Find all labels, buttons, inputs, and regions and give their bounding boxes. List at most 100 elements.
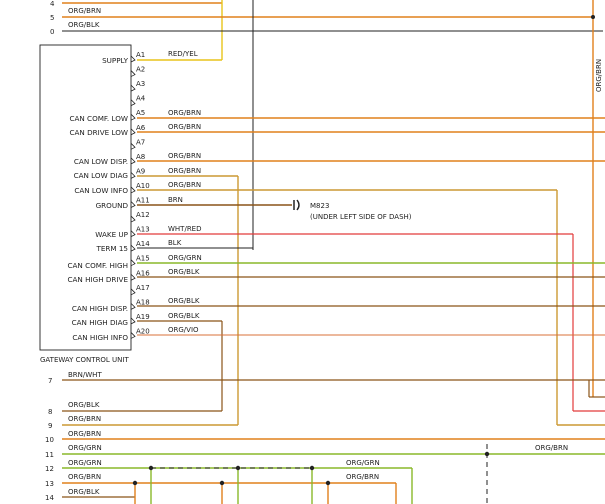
label-can-low-disp: CAN LOW DISP. <box>74 157 128 166</box>
wire-a11-label: BRN <box>168 196 183 204</box>
bottom-wire-12-label: ORG/GRN <box>68 459 102 467</box>
label-can-comf-low: CAN COMF. LOW <box>69 114 128 123</box>
pin-label-a20: A20 <box>136 327 150 335</box>
wire-a6-label: ORG/BRN <box>168 123 201 131</box>
splice-11 <box>484 451 490 457</box>
label-can-low-info: CAN LOW INFO <box>74 186 128 195</box>
label-term15: TERM 15 <box>95 244 128 253</box>
pin-terminal-a1 <box>130 55 136 63</box>
top-wire-0-label: ORG/BLK <box>68 21 100 29</box>
pin-label-a6: A6 <box>136 124 146 132</box>
splice-12b <box>235 465 241 471</box>
splice-top-right <box>591 15 595 19</box>
splice-12c <box>309 465 315 471</box>
bottom-num-10: 10 <box>45 436 54 444</box>
bottom-num-8: 8 <box>48 408 52 416</box>
label-wake-up: WAKE UP <box>95 230 128 239</box>
pin-terminal-a11 <box>130 201 136 208</box>
label-can-low-diag: CAN LOW DIAG <box>74 171 128 180</box>
mid-wire-12-label: ORG/GRN <box>346 459 380 467</box>
top-num-5: 5 <box>50 14 54 22</box>
pin-terminal-a17 <box>130 288 136 296</box>
top-num-0: 0 <box>50 28 54 36</box>
pin-terminal-a7 <box>130 143 136 150</box>
pin-label-a7: A7 <box>136 138 145 146</box>
ground-symbol-icon <box>293 199 300 211</box>
label-can-high-info: CAN HIGH INFO <box>72 333 128 342</box>
pin-terminal-a16 <box>130 273 136 281</box>
label-can-high-diag: CAN HIGH DIAG <box>72 318 128 327</box>
pin-terminal-a10 <box>130 186 136 194</box>
pin-label-a9: A9 <box>136 167 145 175</box>
bottom-wire-7-label: BRN/WHT <box>68 371 102 379</box>
bottom-num-14: 14 <box>45 494 54 502</box>
pin-terminal-a9 <box>130 172 136 179</box>
pin-terminal-a20 <box>130 332 136 339</box>
splice-13a <box>132 480 138 486</box>
wire-a14-label: BLK <box>168 239 182 247</box>
pin-label-a13: A13 <box>136 226 150 234</box>
wire-a16-label: ORG/BLK <box>168 268 200 276</box>
bottom-num-11: 11 <box>45 451 54 459</box>
bottom-wire-11-label: ORG/GRN <box>68 444 102 452</box>
top-wire-5-label: ORG/BRN <box>68 7 101 15</box>
right-vertical-label: ORG/BRN <box>595 59 603 92</box>
pin-group: A1A2A3A4A5A6A7A8A9A10A11A12A13A14A15A16A… <box>130 51 150 339</box>
wire-a18-label: ORG/BLK <box>168 297 200 305</box>
bottom-num-12: 12 <box>45 465 54 473</box>
bottom-wire-8-label: ORG/BLK <box>68 401 100 409</box>
mid-wire-11-right-label: ORG/BRN <box>535 444 568 452</box>
wire-a13-label: WHT/RED <box>168 225 202 233</box>
pin-label-a5: A5 <box>136 109 145 117</box>
label-supply: SUPPLY <box>102 56 129 65</box>
pin-label-a18: A18 <box>136 298 150 306</box>
pin-label-a11: A11 <box>136 197 150 205</box>
pin-label-a16: A16 <box>136 269 150 277</box>
pin-terminal-a8 <box>130 157 136 165</box>
pin-label-a8: A8 <box>136 153 145 161</box>
pin-terminal-a13 <box>130 230 136 237</box>
top-num-4: 4 <box>50 0 55 8</box>
label-ground: GROUND <box>96 201 129 210</box>
pin-label-a10: A10 <box>136 182 150 190</box>
mid-wire-13-label: ORG/BRN <box>346 473 379 481</box>
pin-terminal-a3 <box>130 84 136 92</box>
wire-a8-label: ORG/BRN <box>168 152 201 160</box>
ground-id: M823 <box>310 202 329 210</box>
bottom-num-13: 13 <box>45 480 54 488</box>
pin-terminal-a5 <box>130 113 136 121</box>
bottom-wire-14-label: ORG/BLK <box>68 488 100 496</box>
wire-a19-label: ORG/BLK <box>168 312 200 320</box>
bottom-wire-9-label: ORG/BRN <box>68 415 101 423</box>
gateway-unit-box <box>39 44 132 351</box>
pin-label-a1: A1 <box>136 51 145 59</box>
pin-label-a17: A17 <box>136 284 150 292</box>
pin-terminal-a4 <box>130 99 136 107</box>
pin-label-a12: A12 <box>136 211 150 219</box>
wire-a9-label: ORG/BRN <box>168 167 201 175</box>
pin-terminal-a12 <box>130 215 136 223</box>
splice-13c <box>325 480 331 486</box>
wire-a5-label: ORG/BRN <box>168 109 201 117</box>
pin-terminal-a2 <box>130 70 136 77</box>
ground-location: (UNDER LEFT SIDE OF DASH) <box>310 213 412 221</box>
wire-a20-label: ORG/VIO <box>168 326 199 334</box>
bottom-num-7: 7 <box>48 377 52 385</box>
splice-13b <box>219 480 225 486</box>
splice-12a <box>148 465 154 471</box>
pin-label-a19: A19 <box>136 313 150 321</box>
pin-label-a3: A3 <box>136 80 145 88</box>
pin-label-a15: A15 <box>136 255 150 263</box>
label-can-comf-high: CAN COMF. HIGH <box>67 261 128 270</box>
pin-terminal-a14 <box>130 244 136 252</box>
pin-label-a14: A14 <box>136 240 150 248</box>
wire-a10-label: ORG/BRN <box>168 181 201 189</box>
label-can-high-drive: CAN HIGH DRIVE <box>68 275 129 284</box>
pin-label-a2: A2 <box>136 66 145 74</box>
pin-terminal-a19 <box>130 317 136 325</box>
bottom-wire-10-label: ORG/BRN <box>68 430 101 438</box>
gateway-unit-title: GATEWAY CONTROL UNIT <box>40 356 129 364</box>
wire-a15-label: ORG/GRN <box>168 254 202 262</box>
